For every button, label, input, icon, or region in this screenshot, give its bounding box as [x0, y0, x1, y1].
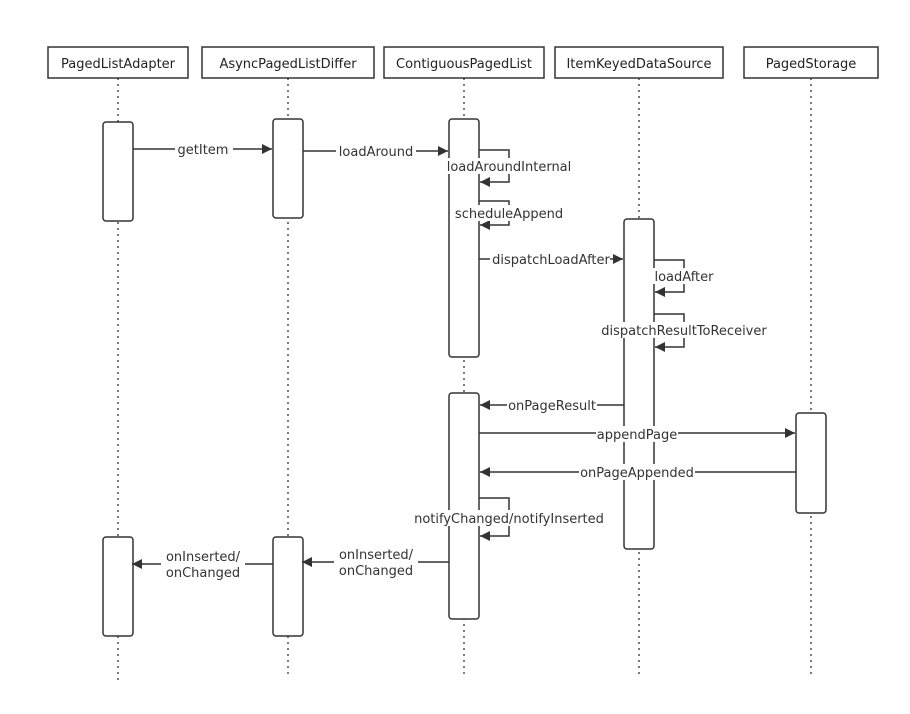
activation-storage-1 — [795, 412, 827, 514]
message-onpageappended: onPageAppended — [480, 464, 796, 481]
message-label: loadAroundInternal — [447, 160, 572, 175]
participant-label: ItemKeyedDataSource — [566, 57, 711, 72]
message-label-line2: onChanged — [166, 566, 240, 581]
activation-source-1 — [623, 218, 655, 550]
activation-pagedlist-2 — [448, 392, 480, 620]
participant-label: ContiguousPagedList — [396, 57, 532, 72]
participant-pagedlistadapter: PagedListAdapter — [47, 46, 189, 79]
message-label-line2: onChanged — [339, 564, 413, 579]
message-label: notifyChanged/notifyInserted — [414, 512, 604, 527]
message-label: onPageAppended — [580, 466, 694, 481]
participant-itemkeyeddatasource: ItemKeyedDataSource — [554, 46, 724, 79]
message-dispatchloadafter: dispatchLoadAfter — [479, 251, 623, 268]
message-label: appendPage — [597, 428, 677, 443]
message-label: dispatchLoadAfter — [492, 253, 610, 268]
message-oninserted-adapter: onInserted/ onChanged — [132, 548, 273, 582]
message-label: getItem — [178, 143, 229, 158]
message-scheduleappend: scheduleAppend — [455, 200, 563, 230]
activation-adapter-1 — [102, 121, 134, 222]
message-onpageresult: onPageResult — [480, 397, 624, 414]
message-label: loadAfter — [654, 270, 714, 285]
message-label: loadAround — [339, 145, 413, 160]
message-dispatchresulttoreceiver: dispatchResultToReceiver — [601, 313, 767, 352]
activation-adapter-2 — [102, 536, 134, 637]
message-label: dispatchResultToReceiver — [601, 324, 767, 339]
activation-pagedlist-1 — [448, 118, 480, 358]
message-label-line1: onInserted/ — [339, 548, 414, 563]
message-label: onPageResult — [508, 399, 596, 414]
message-getitem: getItem — [133, 141, 272, 158]
participant-pagedstorage: PagedStorage — [743, 46, 879, 79]
participant-label: PagedStorage — [766, 57, 857, 72]
participant-label: PagedListAdapter — [61, 57, 176, 72]
message-loadafter: loadAfter — [653, 259, 715, 297]
activations — [102, 118, 827, 637]
message-notifychanged: notifyChanged/notifyInserted — [411, 497, 607, 541]
message-loadaround: loadAround — [303, 143, 448, 160]
message-oninserted-differ: onInserted/ onChanged — [302, 546, 449, 580]
activation-differ-1 — [272, 118, 304, 219]
message-label-line1: onInserted/ — [166, 550, 241, 565]
activation-differ-2 — [272, 536, 304, 637]
message-loadaroundinternal: loadAroundInternal — [447, 149, 572, 187]
participant-contiguouspagedlist: ContiguousPagedList — [383, 46, 545, 79]
participant-asyncpagedlistdiffer: AsyncPagedListDiffer — [201, 46, 375, 79]
participant-label: AsyncPagedListDiffer — [219, 57, 357, 72]
message-appendpage: appendPage — [479, 426, 795, 443]
message-label: scheduleAppend — [455, 207, 563, 222]
